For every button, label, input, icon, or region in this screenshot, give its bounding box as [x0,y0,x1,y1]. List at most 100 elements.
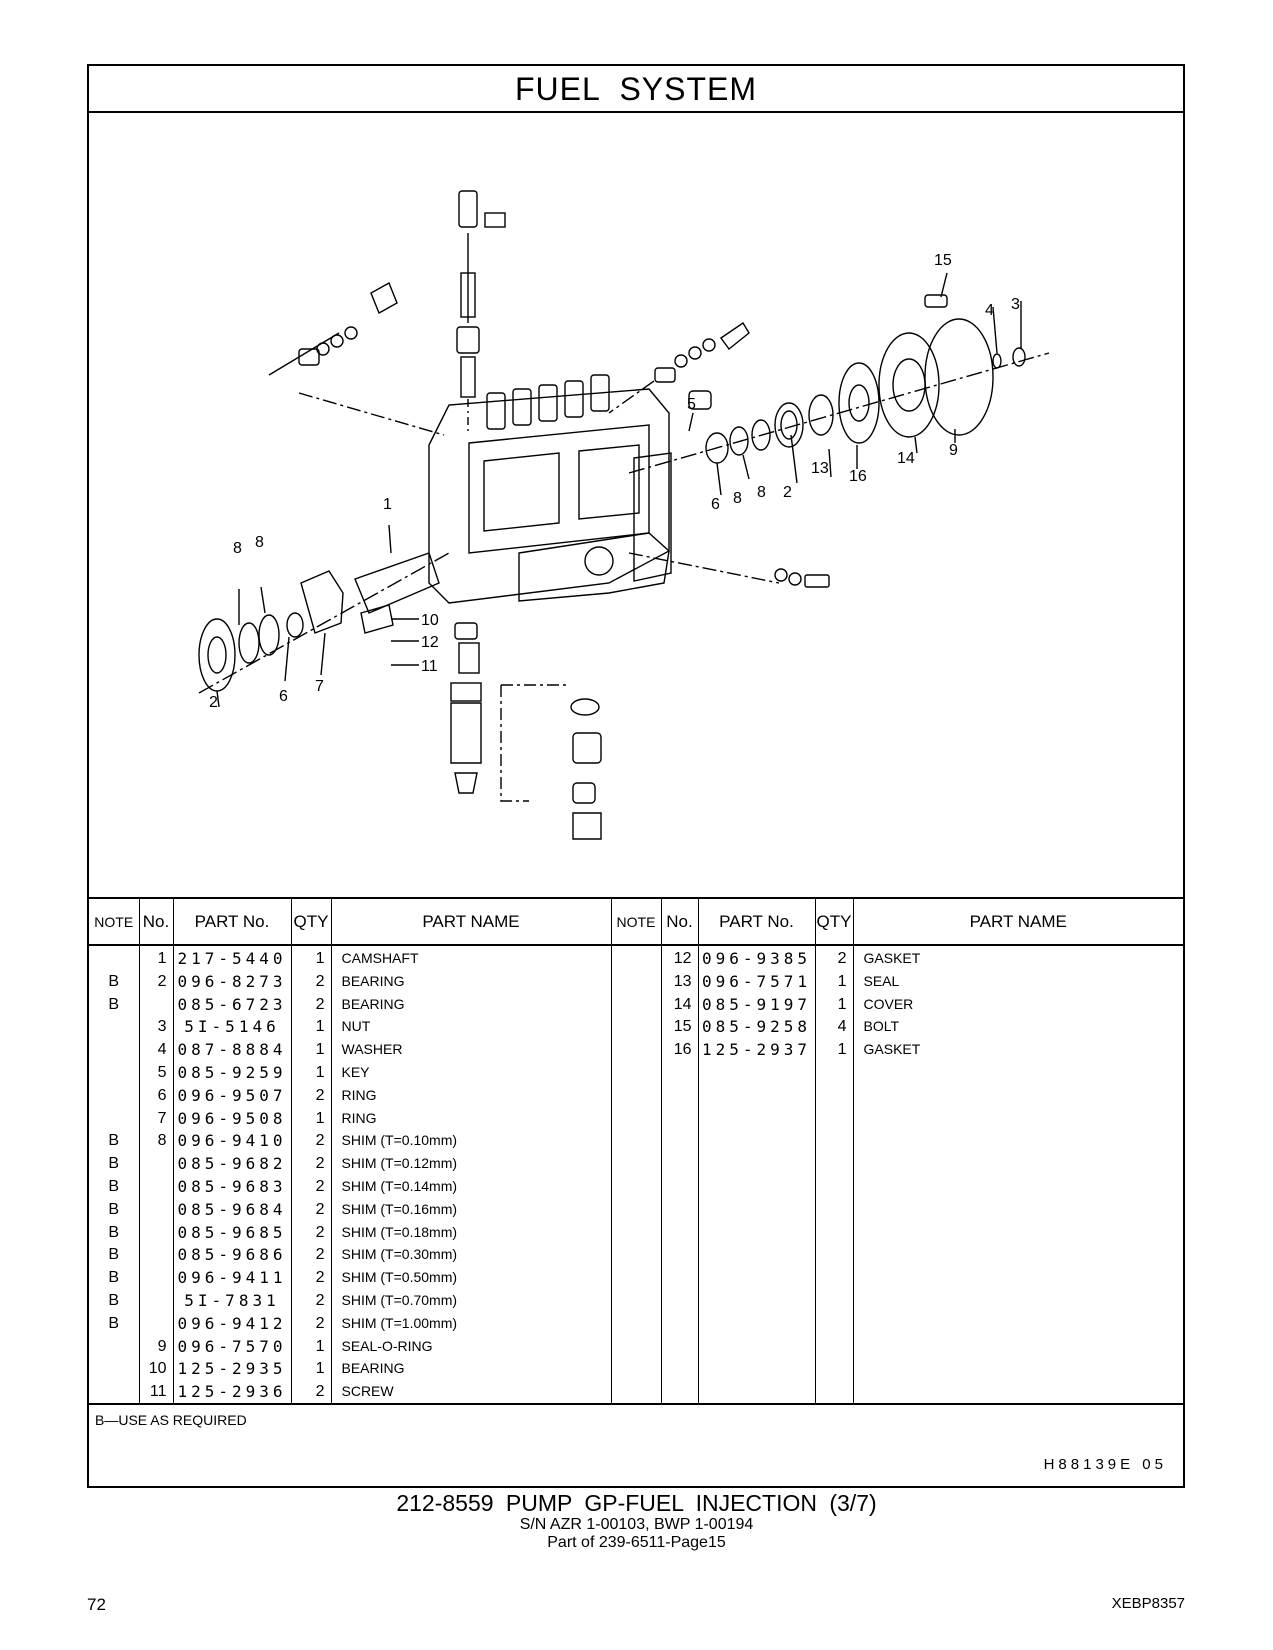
table-cell-note [89,1381,139,1404]
table-cell-note [89,1016,139,1039]
table-cell-qty: 2 [315,1223,325,1241]
table-cell-qty: 1 [315,1063,325,1081]
table-cell-note [612,971,661,994]
table-cell-no [140,1176,173,1199]
callout-label: 8 [233,540,242,557]
table-cell-note: B [108,1155,120,1173]
table-cell-note: B [108,1200,120,1218]
callout-label: 10 [421,612,439,629]
table-cell-no [140,1153,173,1176]
callout-label: 11 [421,658,438,675]
table-cell-note: B [108,972,120,990]
caption-part-of: Part of 239-6511-Page15 [547,1534,726,1551]
section-title: FUEL SYSTEM [89,66,1183,113]
header-part-no: PART No. [697,899,815,946]
table-cell-name: RING [341,1109,377,1126]
table-cell-qty: 2 [837,950,847,967]
header-qty: QTY [290,899,331,946]
table-cell-part-no: 085-9259 [177,1062,287,1082]
table-cell-no: 13 [673,972,692,990]
table-cell-no [140,1313,173,1336]
callout-label: 2 [209,694,218,711]
table-cell-qty: 2 [315,1291,325,1309]
table-cell-qty: 2 [315,1155,325,1173]
illustration-code: H88139E 05 [1043,1456,1167,1473]
header-no: No. [660,899,698,946]
table-cell-qty: 1 [837,995,847,1013]
table-cell-qty: 1 [837,972,847,990]
table-cell-name: SCREW [341,1383,394,1400]
table-cell-note [89,1062,139,1085]
table-cell-no: 5 [157,1063,167,1081]
table-cell-qty: 2 [315,1246,325,1264]
table-cell-part-no: 096-9508 [177,1108,287,1128]
table-cell-no: 12 [673,950,692,967]
table-cell-no: 16 [673,1041,692,1059]
table-cell-part-no: 085-6723 [177,994,287,1014]
table-cell-qty: 2 [315,1177,325,1195]
header-part-no: PART No. [172,899,291,946]
callout-label: 3 [1011,296,1020,313]
table-cell-qty: 2 [315,995,325,1013]
table-cell-note [612,1039,661,1062]
table-cell-part-no: 096-8273 [177,971,287,991]
table-cell-name: SHIM (T=0.50mm) [341,1269,458,1286]
table-cell-no: 9 [157,1337,167,1355]
page-number: 72 [87,1595,106,1614]
table-cell-note: B [108,1132,120,1150]
table-cell-name: KEY [341,1063,370,1080]
table-cell-qty: 4 [837,1018,847,1036]
header-note: NOTE [89,899,139,946]
callout-label: 8 [733,490,742,507]
callout-label: 6 [279,688,288,705]
table-cell-name: SHIM (T=0.70mm) [341,1291,458,1308]
table-cell-part-no: 125-2936 [177,1382,287,1402]
table-cell-no: 3 [157,1018,167,1036]
table-cell-part-no: 085-9684 [177,1199,287,1219]
table-cell-name: SHIM (T=0.16mm) [341,1200,458,1217]
document-id: XEBP8357 [1111,1595,1185,1612]
callout-label: 16 [849,468,867,485]
table-cell-note: B [108,1177,120,1195]
table-cell-note [612,1016,661,1039]
callout-label: 13 [811,460,829,477]
table-cell-qty: 1 [315,1360,325,1378]
table-cell-no: 2 [157,972,167,990]
table-cell-name: SEAL-O-RING [341,1337,433,1354]
delivery-valve-holders [486,374,610,430]
callout-label: 8 [757,484,766,501]
table-cell-name: CAMSHAFT [341,950,419,966]
table-cell-name: SHIM (T=0.14mm) [341,1177,458,1194]
table-cell-note: B [108,1223,120,1241]
table-cell-name: GASKET [863,1041,921,1058]
table-cell-name: BEARING [341,995,405,1012]
callout-label: 12 [421,634,439,651]
table-cell-no: 7 [157,1109,167,1127]
table-cell-part-no: 5I-5146 [184,1017,280,1037]
table-header-row: NOTE No. PART No. QTY PART NAME NOTE No.… [89,899,1183,946]
footnote: B—USE AS REQUIRED [95,1412,247,1428]
table-cell-qty: 2 [315,1132,325,1150]
table-cell-no: 1 [157,950,167,967]
table-cell-name: SEAL [863,972,900,989]
table-cell-note [89,1108,139,1131]
table-cell-no: 4 [157,1041,167,1059]
pump-exploded-view: 15 4 3 5 9 14 13 16 2 8 8 6 1 8 8 10 12 … [198,190,1050,840]
header-part-name: PART NAME [852,899,1183,946]
table-cell-no [140,1267,173,1290]
callout-label: 8 [255,534,264,551]
table-cell-no: 15 [673,1018,692,1036]
table-cell-name: SHIM (T=0.10mm) [341,1132,458,1149]
table-cell-name: COVER [863,995,914,1012]
table-cell-name: GASKET [863,950,921,966]
callout-label: 14 [897,450,915,467]
table-cell-note [89,1336,139,1359]
table-cell-note [89,1085,139,1108]
